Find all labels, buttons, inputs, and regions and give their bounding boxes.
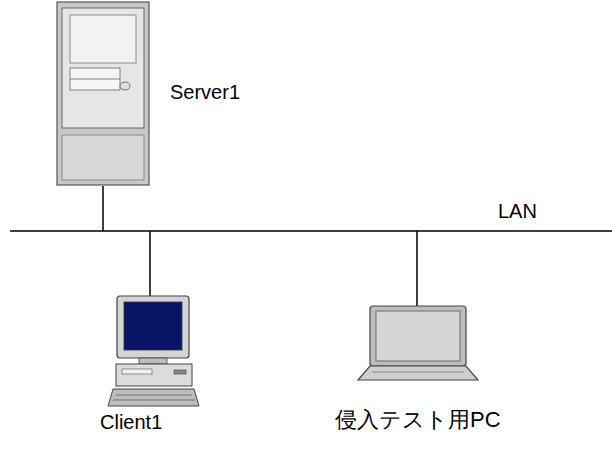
lan-bus [10,230,612,232]
pc-drop [416,231,418,306]
network-label: LAN [498,199,537,223]
device-label: 侵入テスト用PC [335,407,501,433]
server-drop [102,186,104,231]
device-label: Client1 [100,410,162,434]
device-label: Server1 [170,80,240,104]
laptop-icon [358,306,478,380]
server-icon [57,2,149,185]
client-icon [108,296,199,406]
client-drop [149,231,151,296]
